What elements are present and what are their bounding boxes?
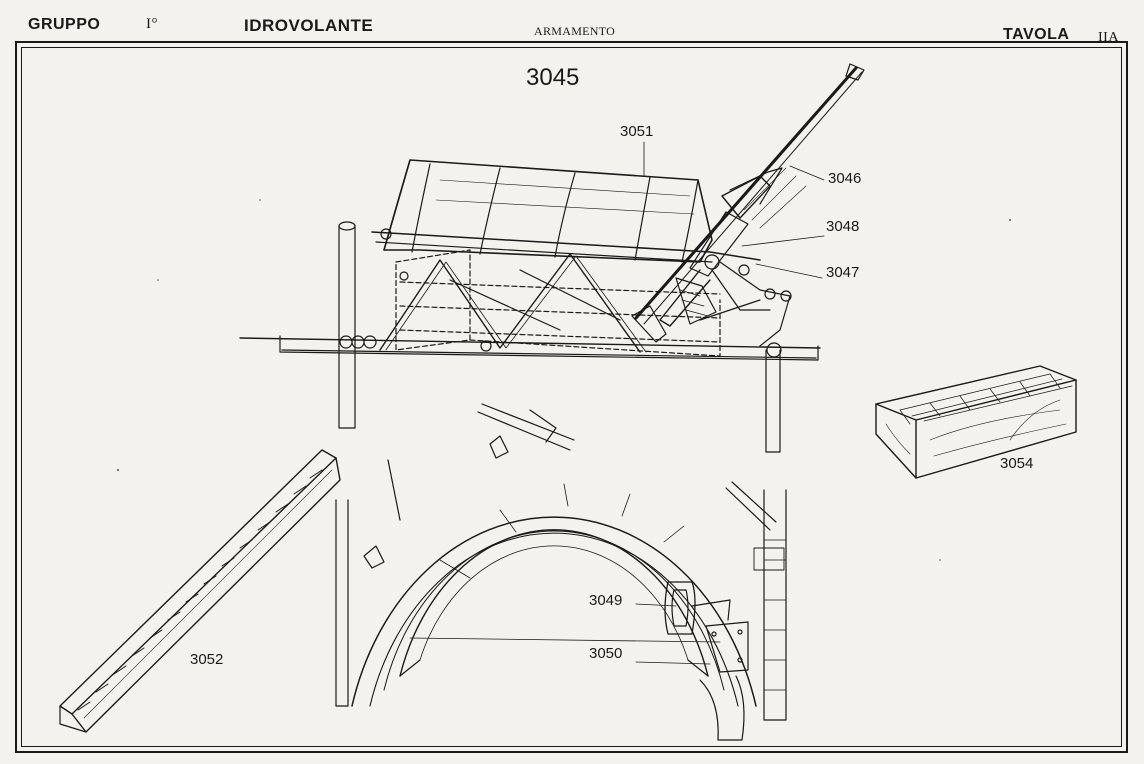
rear-linkage [699,261,791,347]
scarf-ring [335,403,787,741]
chassis-frame [371,231,761,357]
ammo-box [875,365,1077,479]
leader-lines [643,141,825,279]
label-3051: 3051 [620,123,654,140]
canvas-hood [383,159,713,263]
rollers [339,228,792,352]
label-3049: 3049 [589,592,623,609]
header-plate-label: TAVOLA [1003,26,1070,43]
label-3046: 3046 [828,170,862,187]
support-posts [338,221,782,453]
label-3050: 3050 [589,645,623,662]
leader-3048 [741,235,825,247]
header-group-number: I° [146,16,158,32]
main-assembly-title: 3045 [526,64,580,91]
leader-3049 [635,603,677,607]
leader-3046 [789,165,825,181]
header-aircraft-type: IDROVOLANTE [244,16,374,35]
header-section: ARMAMENTO [534,24,616,38]
leader-3050 [409,637,721,643]
paper-specks [117,199,1011,561]
header-group-label: GRUPPO [28,16,101,33]
leader-3047 [755,263,823,279]
inner-frame [21,47,1122,747]
base-rail [239,335,821,361]
outer-frame [15,41,1128,753]
label-3052: 3052 [190,651,224,668]
ammo-rail [59,449,341,733]
machine-gun [631,63,865,343]
gun-mount-assembly [239,63,865,453]
label-3047: 3047 [826,264,860,281]
label-3054: 3054 [1000,455,1034,472]
label-3048: 3048 [826,218,860,235]
ring-leader-lines [409,603,721,665]
